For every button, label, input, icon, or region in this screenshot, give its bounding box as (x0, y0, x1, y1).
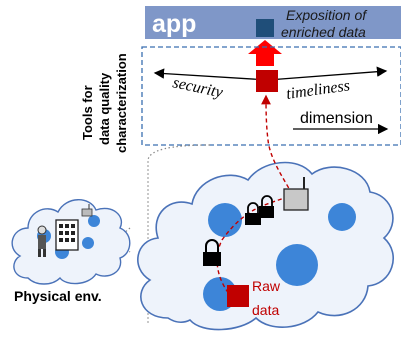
tools-label-line3: characterization (114, 53, 129, 153)
app-label: app (152, 10, 196, 38)
characterized-data-square (256, 70, 278, 92)
exposed-data-square (256, 19, 274, 37)
security-axis (153, 68, 269, 81)
node (328, 203, 356, 231)
raw-data-label-line2: data (252, 302, 279, 318)
tools-label-line2: data quality (97, 72, 112, 145)
raw-data-square (227, 285, 249, 307)
node (276, 244, 318, 286)
physical-env-label: Physical env. (14, 288, 102, 304)
data-flow-path (216, 96, 293, 304)
timeliness-label: timeliness (285, 77, 351, 103)
node (208, 203, 242, 237)
lock-icon (259, 195, 274, 218)
sensor-box-icon (283, 177, 309, 211)
person-icon (37, 225, 47, 257)
building-icon (55, 219, 79, 251)
lock-icon (203, 239, 221, 266)
app-layer: app Exposition of enriched data (145, 6, 401, 40)
lock-icon (245, 202, 261, 225)
node (88, 215, 100, 227)
tools-layer: Tools for data quality characterization … (80, 46, 401, 153)
timeliness-axis (267, 66, 388, 81)
security-label: security (171, 74, 225, 101)
tools-box (141, 46, 401, 146)
sensor-box-icon (81, 204, 93, 217)
node (82, 237, 94, 249)
zoom-connector (147, 144, 211, 325)
dimension-label: dimension (300, 110, 373, 127)
network-cloud (137, 161, 394, 331)
physical-scene (37, 204, 100, 259)
raw-data-label-line1: Raw (252, 278, 281, 294)
exposition-caption-line2: enriched data (281, 24, 366, 40)
exposition-caption-line1: Exposition of (286, 7, 368, 23)
expose-arrow (248, 40, 282, 66)
tools-label-line1: Tools for (80, 85, 95, 140)
